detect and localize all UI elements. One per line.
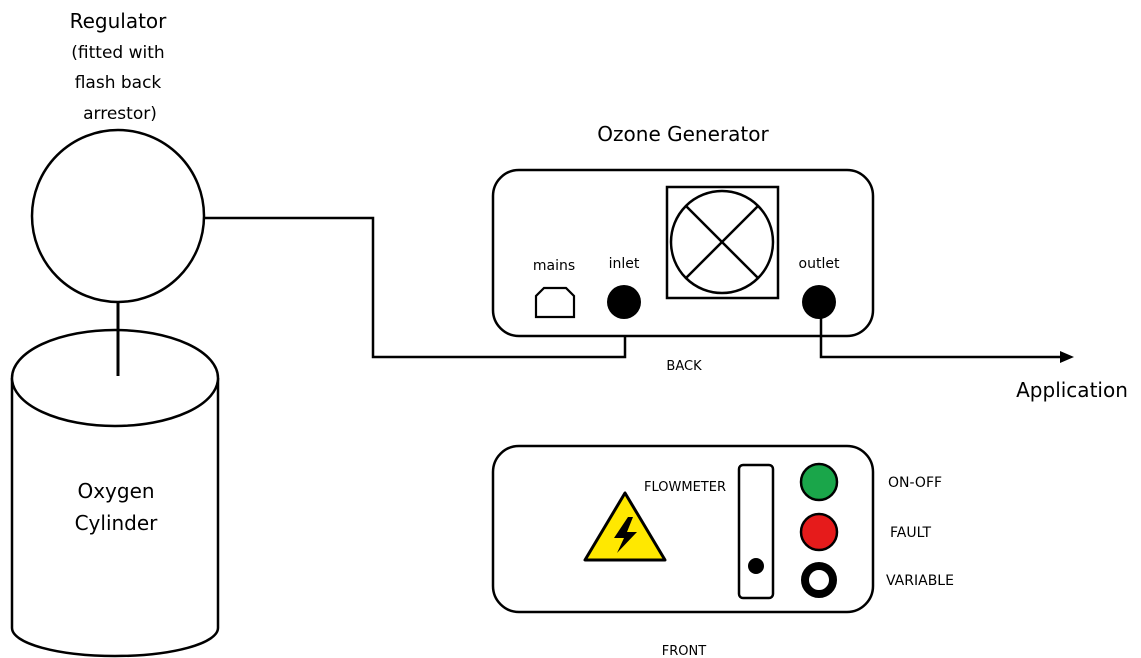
regulator-circle [30,128,206,304]
on-off-label: ON-OFF [888,475,942,491]
variable-label: VARIABLE [886,573,954,589]
cylinder-label-line-2: Cylinder [75,511,159,535]
ozone-output-line [819,308,1060,359]
generator-front-panel [491,444,875,614]
variable-knob [801,562,837,598]
regulator-label-line-3: flash back [75,73,162,93]
mains-socket-icon [534,286,576,319]
mains-label: mains [533,258,575,274]
fault-label: FAULT [890,525,931,541]
cylinder-label-line-1: Oxygen [77,479,154,503]
oxygen-supply-line [204,216,627,359]
back-label: BACK [666,359,702,374]
regulator-label-line-4: arrestor) [83,104,157,124]
regulator-label-line-2: (fitted with [71,43,164,63]
on-off-indicator [799,462,839,502]
flowmeter-float [748,558,764,574]
oxygen-cylinder [10,328,220,658]
flowmeter-tube [737,463,775,600]
outlet-label: outlet [799,256,840,272]
application-label: Application [1016,378,1128,402]
flowmeter-label: FLOWMETER [644,480,726,495]
inlet-port [607,285,641,319]
fan-icon [665,185,780,300]
front-label: FRONT [662,644,706,658]
inlet-label: inlet [609,256,640,272]
output-arrowhead-icon [1060,351,1074,363]
regulator-label-line-1: Regulator [70,9,168,33]
high-voltage-warning-icon [583,491,667,562]
outlet-port [802,285,836,319]
generator-title: Ozone Generator [597,122,769,146]
fault-indicator [799,512,839,552]
